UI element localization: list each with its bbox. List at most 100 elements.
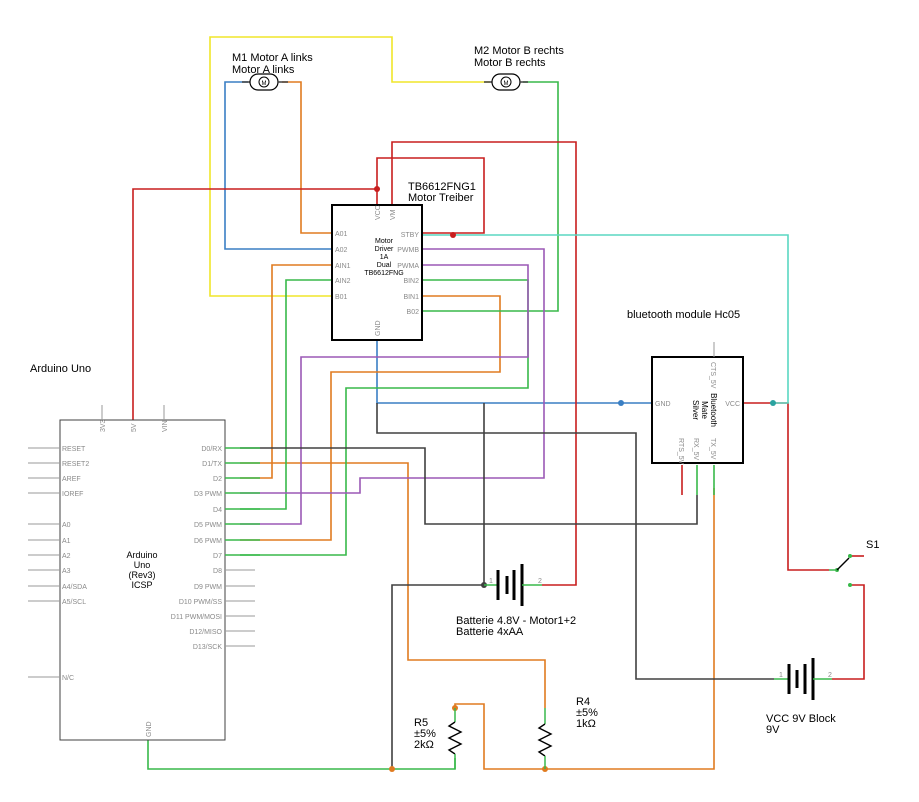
junction-dot — [450, 232, 456, 238]
arduino-pin-label: IOREF — [62, 491, 83, 498]
arduino-pin-label: AREF — [62, 476, 81, 483]
arduino-right-pin-stubs — [225, 447, 260, 647]
driver-pin-label: BIN1 — [403, 294, 419, 301]
arduino-pin-label: A3 — [62, 568, 71, 575]
junction-dot — [389, 766, 395, 772]
arduino-pin-label: RESET — [62, 446, 86, 453]
wire-green-bin2 — [240, 279, 529, 556]
motor-b-sublabel: Motor B rechts — [474, 57, 546, 69]
arduino-pin-label: D10 PWM/SS — [179, 599, 223, 606]
wire-purple-pwmb — [240, 248, 545, 494]
arduino-pin-label: A4/SDA — [62, 584, 87, 591]
driver-pin-label: AIN1 — [335, 263, 351, 270]
arduino-center-line: Uno — [134, 560, 151, 570]
driver-sublabel: Motor Treiber — [408, 192, 474, 204]
motor-b: M — [484, 73, 528, 91]
wire-red-9v — [832, 584, 865, 680]
driver-pin-label: B02 — [407, 309, 420, 316]
driver-pin-label: STBY — [401, 232, 420, 239]
arduino-pin-label: N/C — [62, 675, 74, 682]
wire-red-vcc — [743, 402, 829, 571]
r4-value: 1kΩ — [576, 718, 596, 730]
wire-purple-pwma — [240, 264, 529, 525]
r4-name: R4 — [576, 696, 590, 708]
r5-tolerance: ±5% — [414, 728, 436, 740]
motor-a-label: M1 Motor A links — [232, 52, 313, 64]
arduino-pin-label: VIN — [162, 420, 169, 432]
wire-red-vm — [376, 157, 485, 234]
arduino-pin-label: D6 PWM — [194, 538, 222, 545]
arduino-pin-label: D11 PWM/MOSI — [171, 614, 222, 621]
wire-orange-tx — [240, 462, 546, 708]
wire-yellow-b01 — [209, 36, 490, 297]
resistor-r5 — [447, 708, 463, 769]
bluetooth-pin-label: CTS_5V — [709, 362, 716, 389]
driver-center-line: TB6612FNG — [364, 270, 403, 277]
wire-green-ain2 — [240, 279, 332, 510]
arduino-pin-label: D7 — [213, 553, 222, 560]
wire-green-gnd — [147, 740, 456, 770]
driver-pin-label: VCC — [375, 205, 382, 220]
battery-9v-sublabel: 9V — [766, 724, 780, 736]
resistor-r4 — [537, 708, 553, 769]
bluetooth-pin-label: TX_5V — [709, 438, 716, 460]
arduino-pin-label: A0 — [62, 522, 71, 529]
arduino-pin-label: 5V — [131, 423, 138, 432]
wire-teal-stby — [422, 234, 789, 404]
driver-pin-label: A01 — [335, 231, 348, 238]
arduino-pin-label: A2 — [62, 553, 71, 560]
bluetooth-label: bluetooth module Hc05 — [627, 309, 740, 321]
arduino-center-line: Arduino — [126, 550, 157, 560]
driver-pin-label: BIN2 — [403, 278, 419, 285]
battery-pin-number: 2 — [538, 578, 542, 585]
arduino-pin-label: D3 PWM — [194, 491, 222, 498]
driver-pin-label: B01 — [335, 294, 348, 301]
driver-center-line: Motor — [375, 238, 394, 245]
driver-pin-label: PWMA — [397, 263, 419, 270]
bluetooth-center-line: Mate — [700, 401, 709, 419]
bluetooth-center-line: Bluetooth — [709, 393, 718, 427]
arduino-pin-label: D0/RX — [201, 446, 222, 453]
arduino-pin-label: D8 — [213, 568, 222, 575]
bluetooth-center-line: Silver — [691, 400, 700, 420]
driver-center-line: Driver — [375, 246, 394, 253]
bluetooth-pin-label: GND — [655, 401, 671, 408]
arduino-pin-label: D5 PWM — [194, 522, 222, 529]
switch-label: S1 — [866, 539, 879, 551]
r5-name: R5 — [414, 717, 428, 729]
r5-value: 2kΩ — [414, 739, 434, 751]
driver-pin-label: GND — [375, 320, 382, 336]
wire-dark-bat — [391, 403, 485, 769]
r4-tolerance: ±5% — [576, 707, 598, 719]
junction-dot — [374, 186, 380, 192]
arduino-pin-label: 3V3 — [100, 419, 107, 432]
arduino-pin-label: A5/SCL — [62, 599, 86, 606]
junction-dot — [618, 400, 624, 406]
wire-blue-a02 — [224, 81, 332, 250]
battery-pin-number: 1 — [779, 672, 783, 679]
battery-motor-label: Batterie 4.8V - Motor1+2 — [456, 615, 576, 627]
driver-label: TB6612FNG1 — [408, 181, 476, 193]
arduino-pin-label: D2 — [213, 476, 222, 483]
driver-pin-label: AIN2 — [335, 278, 351, 285]
battery-motor — [484, 564, 542, 606]
driver-pin-label: PWMB — [397, 247, 419, 254]
junction-dot — [770, 400, 776, 406]
motor-a-sublabel: Motor A links — [232, 64, 295, 76]
arduino-pin-label: GND — [146, 721, 153, 737]
arduino-pin-label: D9 PWM — [194, 584, 222, 591]
arduino-left-pin-stubs — [28, 405, 165, 678]
driver-pin-label: A02 — [335, 247, 348, 254]
wire-orange-bt-tx — [454, 488, 715, 770]
wire-red-vbat — [391, 141, 577, 586]
wire-orange-bin1 — [240, 295, 501, 541]
bluetooth-box — [651, 356, 744, 464]
battery-9v — [774, 658, 832, 700]
bluetooth-pin-label: RX_5V — [692, 438, 699, 461]
wire-orange-a01 — [282, 81, 332, 234]
svg-text:M: M — [262, 81, 267, 87]
arduino-pin-label: D12/MISO — [189, 629, 222, 636]
motor-b-label: M2 Motor B rechts — [474, 45, 564, 57]
